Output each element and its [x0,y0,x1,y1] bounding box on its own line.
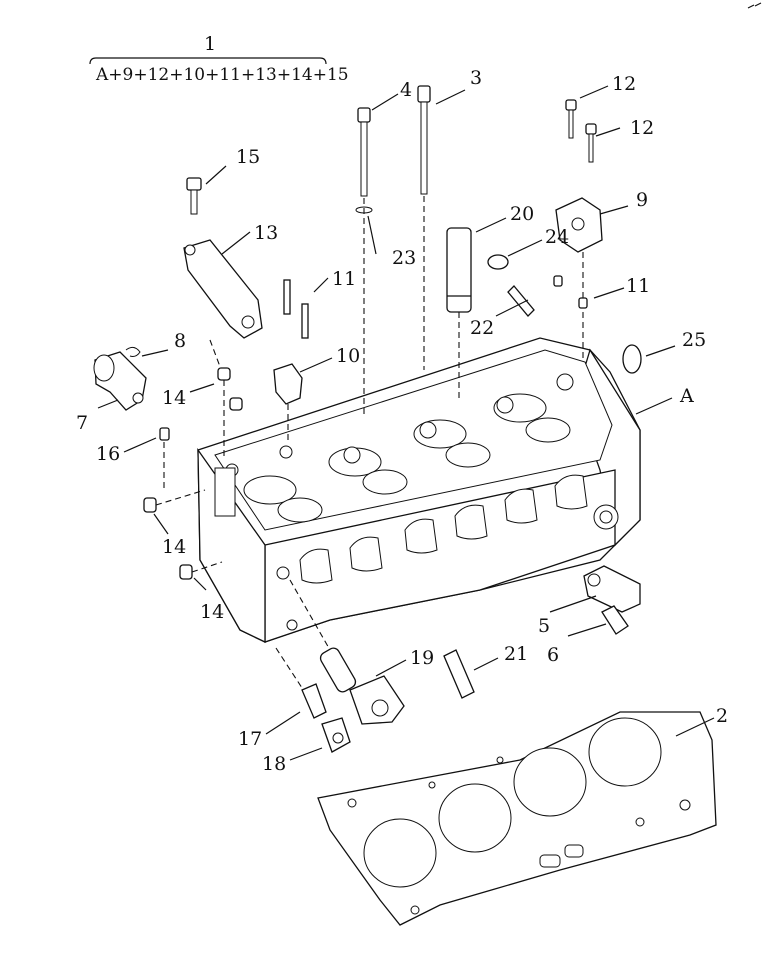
plug[interactable] [217,367,231,381]
callout-25: 25 [682,329,706,351]
corner-mark [747,2,762,9]
clip[interactable] [125,346,141,357]
leader-lines [97,85,715,761]
callout-12: 12 [612,73,636,95]
callout-6: 6 [547,644,559,666]
callout-24: 24 [545,226,569,248]
callout-16: 16 [96,443,120,465]
callout-10: 10 [336,345,360,367]
sleeve[interactable] [446,227,472,400]
callout-3: 3 [470,67,482,89]
callout-9: 9 [636,189,648,211]
plug[interactable] [229,397,243,411]
camshaft-cap[interactable] [555,197,603,360]
callout-5: 5 [538,615,550,637]
plug[interactable] [321,717,351,753]
callout-11-b: 11 [332,268,356,290]
cap-bolt[interactable] [565,99,597,163]
flange-bolt[interactable] [186,177,202,215]
sensor-bolt[interactable] [601,605,629,635]
assembly-label: 1 A+9+12+10+11+13+14+15 [89,33,349,85]
head-bolt[interactable] [355,107,373,418]
plug[interactable] [179,561,223,580]
callout-15: 15 [236,146,260,168]
callout-labels: 3 4 12 12 9 20 24 11 25 A 23 22 11 10 15… [76,67,728,775]
head-bolt-long[interactable] [417,85,431,370]
callout-12-b: 12 [630,117,654,139]
seal-ring[interactable] [622,344,642,374]
dowel-pin[interactable] [283,279,309,339]
callout-14-b: 14 [162,536,186,558]
dowel-pin[interactable] [578,297,588,309]
water-outlet[interactable] [93,351,147,411]
callout-2: 2 [716,705,728,727]
callout-23: 23 [392,247,416,269]
sensor[interactable] [583,565,641,613]
cap[interactable] [273,363,303,440]
callout-21: 21 [504,643,528,665]
camshaft-bearing-cap[interactable] [183,239,263,373]
stud[interactable] [507,285,535,317]
assembly-formula: A+9+12+10+11+13+14+15 [95,65,349,85]
callout-19: 19 [410,647,434,669]
cylinder-head-gasket[interactable] [317,711,717,926]
callout-20: 20 [510,203,534,225]
stud[interactable] [443,649,475,699]
cylinder-head[interactable] [197,337,641,644]
callout-17: 17 [238,728,262,750]
assembly-number: 1 [204,33,216,55]
callout-A: A [679,385,694,407]
callout-13: 13 [254,222,278,244]
callout-18: 18 [262,753,286,775]
dowel-pin[interactable] [553,275,563,287]
callout-7: 7 [76,412,88,434]
solenoid-valve[interactable] [289,579,405,725]
callout-22: 22 [470,317,494,339]
cap-plug[interactable] [487,254,509,270]
pin[interactable] [159,427,170,490]
callout-4: 4 [400,79,412,101]
pin[interactable] [275,647,327,719]
callout-11: 11 [626,275,650,297]
plug[interactable] [143,489,206,513]
callout-8: 8 [174,330,186,352]
callout-14: 14 [162,387,186,409]
callout-14-c: 14 [200,601,224,623]
